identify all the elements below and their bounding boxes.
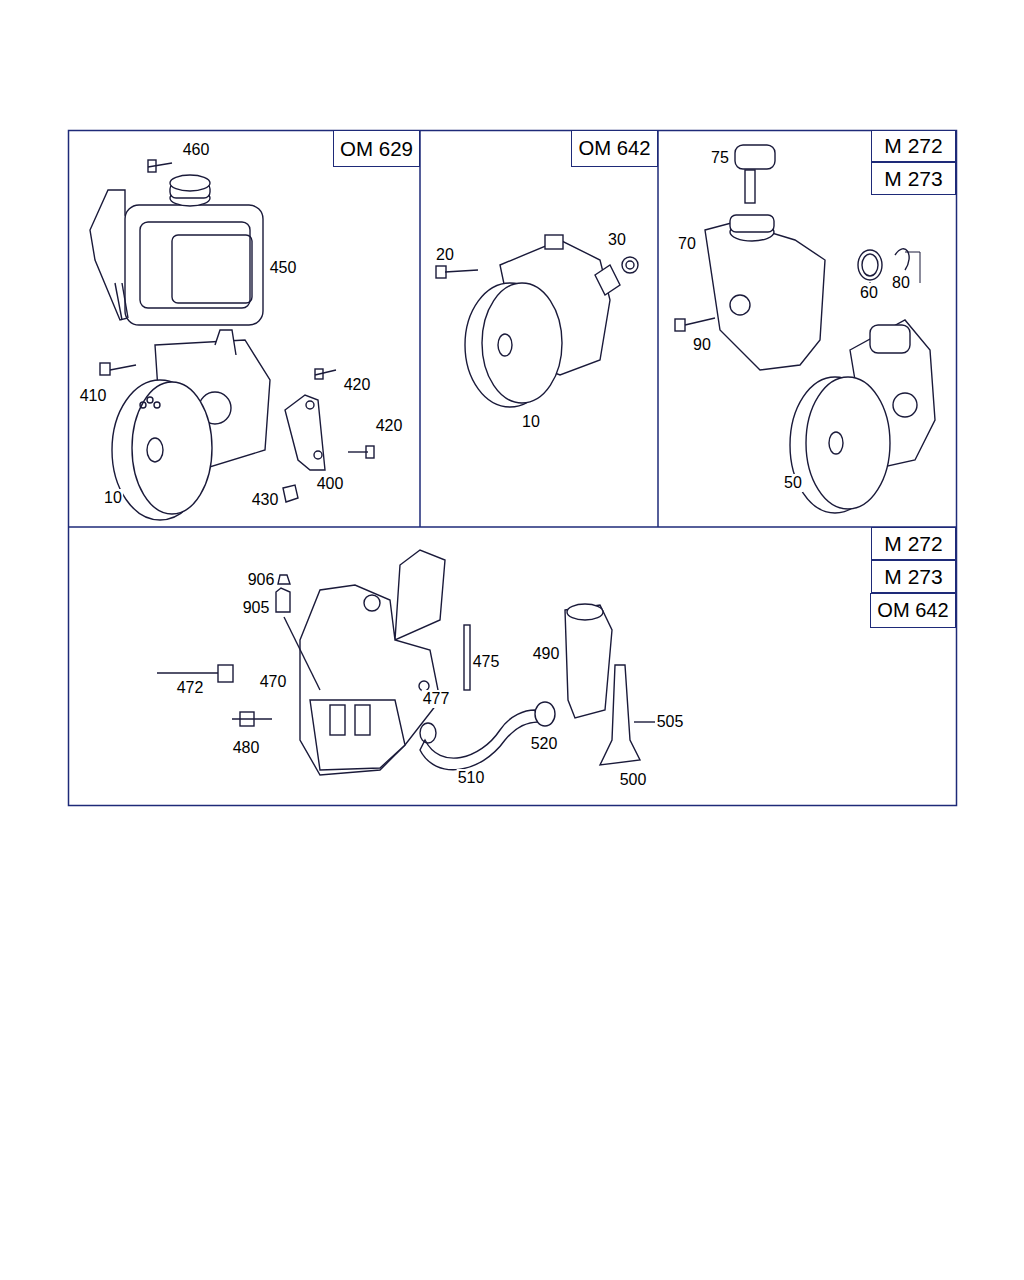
callout-number: 80 bbox=[891, 274, 911, 292]
callout-number: 905 bbox=[242, 599, 271, 617]
engine-code: OM 642 bbox=[578, 137, 650, 160]
engine-code-box: OM 629 bbox=[333, 130, 420, 167]
callout-number: 50 bbox=[783, 474, 803, 492]
callout-number: 10 bbox=[103, 489, 123, 507]
callout-number: 410 bbox=[79, 387, 108, 405]
callout-number: 906 bbox=[247, 571, 276, 589]
engine-code: OM 642 bbox=[877, 599, 948, 622]
callout-number: 505 bbox=[656, 713, 685, 731]
callout-number: 10 bbox=[521, 413, 541, 431]
callout-number: 477 bbox=[422, 690, 451, 708]
callout-number: 472 bbox=[176, 679, 205, 697]
callout-number: 490 bbox=[532, 645, 561, 663]
callout-number: 460 bbox=[182, 141, 211, 159]
engine-code-box: M 272 bbox=[871, 527, 956, 560]
engine-code: M 272 bbox=[884, 532, 942, 556]
callout-number: 470 bbox=[259, 673, 288, 691]
engine-code: M 273 bbox=[884, 167, 942, 191]
engine-code-box: OM 642 bbox=[571, 130, 658, 167]
engine-code-box: M 273 bbox=[871, 560, 956, 593]
callout-number: 500 bbox=[619, 771, 648, 789]
callout-number: 30 bbox=[607, 231, 627, 249]
callout-number: 420 bbox=[343, 376, 372, 394]
callout-number: 420 bbox=[375, 417, 404, 435]
callout-number: 475 bbox=[472, 653, 501, 671]
callout-number: 70 bbox=[677, 235, 697, 253]
callout-number: 60 bbox=[859, 284, 879, 302]
engine-code-box: OM 642 bbox=[870, 593, 956, 628]
callout-number: 430 bbox=[251, 491, 280, 509]
callout-number: 20 bbox=[435, 246, 455, 264]
engine-code: OM 629 bbox=[340, 137, 413, 161]
callout-number: 510 bbox=[457, 769, 486, 787]
engine-code-box: M 272 bbox=[871, 130, 956, 162]
callout-number: 450 bbox=[269, 259, 298, 277]
engine-code: M 272 bbox=[884, 134, 942, 158]
engine-code: M 273 bbox=[884, 565, 942, 589]
callout-number: 75 bbox=[710, 149, 730, 167]
callout-number: 480 bbox=[232, 739, 261, 757]
callout-number: 400 bbox=[316, 475, 345, 493]
engine-code-box: M 273 bbox=[871, 162, 956, 195]
callout-number: 90 bbox=[692, 336, 712, 354]
callout-number: 520 bbox=[530, 735, 559, 753]
